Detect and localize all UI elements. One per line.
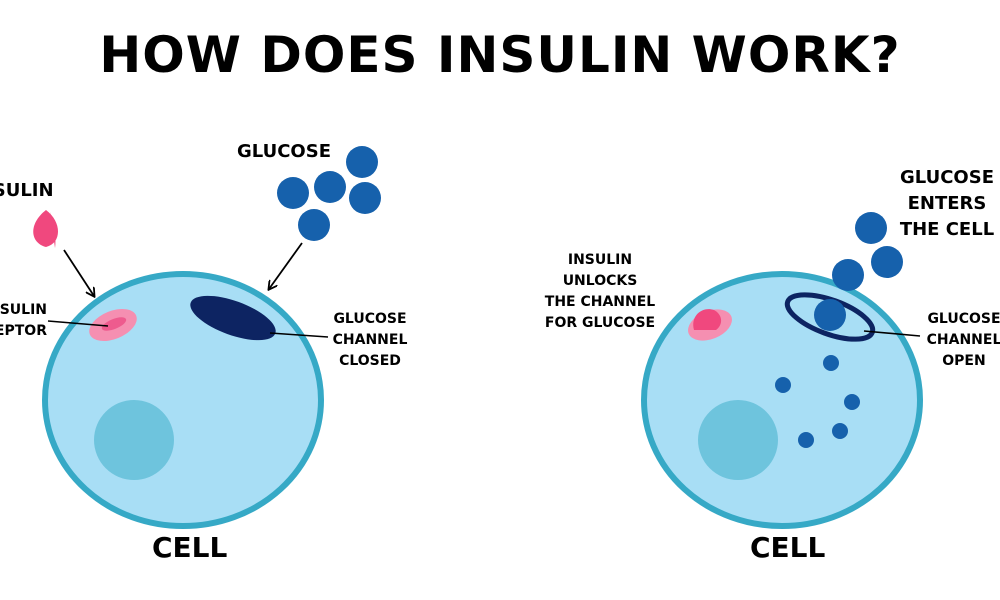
left-insulin-drop-tip [50,212,56,248]
channel-label-line: CHANNEL [332,332,408,348]
unlocks-label-line: THE CHANNEL [544,294,656,310]
left-glucose-molecule [298,209,330,241]
right-glucose-inside [823,355,839,371]
left-channel-leader [269,332,329,338]
right-glucose-molecule [855,212,887,244]
left-glucose-molecule [277,177,309,209]
left-glucose-molecule [349,182,381,214]
right-glucose-inside [775,377,791,393]
left-glucose-arrow [269,242,303,289]
unlocks-label-line: UNLOCKS [562,273,638,289]
right-glucose-molecule [814,299,846,331]
channel-label-line: GLUCOSE [333,311,407,327]
channel-label-line: CHANNEL [926,332,1000,348]
right-cell-label: CELL [750,531,826,564]
left-insulin-arrow [63,249,94,296]
left-cell [42,271,324,529]
right-channel-leader [863,330,921,337]
right-insulin-bound [693,309,722,330]
left-glucose-molecule [346,146,378,178]
enters-label-line: ENTERS [907,193,987,214]
right-glucose-inside [798,432,814,448]
right-glucose-inside [832,423,848,439]
right-cell [641,271,923,529]
left-glucose-molecule [314,171,346,203]
left-receptor-leader [47,320,109,327]
right-cell-nucleus [698,400,778,480]
left-cell-label: CELL [152,531,228,564]
right-channel-label: GLUCOSE CHANNEL OPEN [924,309,1000,372]
receptor-label-line: RECEPTOR [0,323,47,339]
right-glucose-enters-label: GLUCOSE ENTERS THE CELL [890,165,1000,243]
enters-label-line: GLUCOSE [900,167,994,188]
unlocks-label-line: INSULIN [567,252,633,268]
right-glucose-molecule [832,259,864,291]
receptor-label-line: INSULIN [0,302,47,318]
channel-label-line: CLOSED [339,353,401,369]
right-insulin-unlocks-label: INSULIN UNLOCKS THE CHANNEL FOR GLUCOSE [538,250,662,334]
unlocks-label-line: FOR GLUCOSE [544,315,656,331]
channel-label-line: GLUCOSE [927,311,1000,327]
left-receptor-label: INSULIN RECEPTOR [0,300,47,342]
right-glucose-inside [844,394,860,410]
left-glucose-channel-closed [190,295,276,341]
left-cell-nucleus [94,400,174,480]
left-insulin-label: INSULIN [0,180,54,201]
left-glucose-label: GLUCOSE [237,141,331,162]
channel-label-line: OPEN [942,353,986,369]
left-channel-label: GLUCOSE CHANNEL CLOSED [330,309,410,372]
left-receptor-slot [101,317,127,331]
enters-label-line: THE CELL [899,219,995,240]
page-title: HOW DOES INSULIN WORK? [99,26,901,84]
right-glucose-molecule [871,246,903,278]
